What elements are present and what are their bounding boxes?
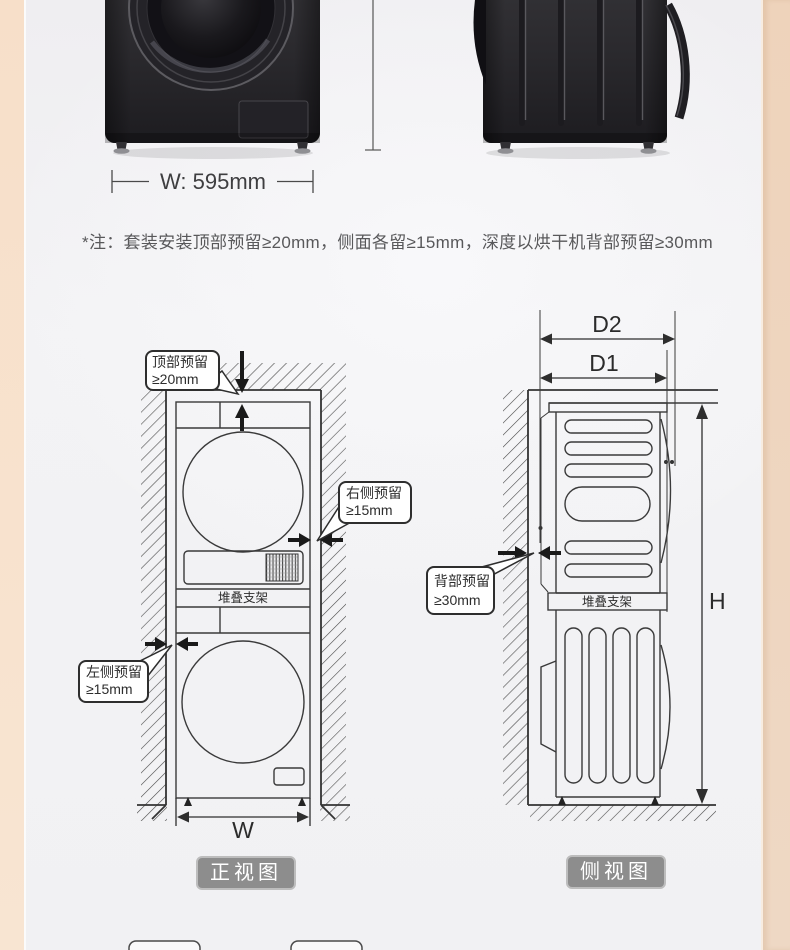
callout-text: ≥15mm	[86, 681, 133, 697]
dryer-side-shading	[483, 0, 667, 143]
washer-door-circle	[181, 640, 305, 764]
height-dimension: H	[696, 404, 726, 804]
dryer-top-slab	[548, 402, 668, 413]
callout-text: 右侧预留	[346, 485, 402, 501]
callout-text: 背部预留	[434, 573, 490, 589]
back-clearance-callout: 背部预留 ≥30mm	[426, 552, 535, 615]
callout-text: ≥20mm	[152, 371, 199, 387]
front-view-diagram: 堆叠支架 顶部预	[78, 350, 412, 843]
dryer-door-circle	[182, 431, 304, 553]
washer-drawer	[273, 767, 305, 786]
right-accent-band	[761, 0, 790, 950]
left-accent-band	[0, 0, 26, 950]
photo-width-dimension: W: 595mm	[111, 169, 314, 194]
left-clearance-callout: 左侧预留 ≥15mm	[78, 644, 173, 703]
top-clearance-callout: 顶部预留 ≥20mm	[145, 350, 240, 396]
washer-feet	[113, 142, 311, 154]
callout-text: ≥30mm	[434, 592, 481, 608]
machine-foot	[558, 796, 566, 805]
photo-width-label: W: 595mm	[160, 169, 266, 194]
callout-text: 顶部预留	[152, 354, 208, 370]
right-clearance-callout: 右侧预留 ≥15mm	[316, 481, 412, 542]
dryer-door-bulge	[660, 418, 672, 564]
machine-foot	[184, 797, 192, 806]
d1-label: D1	[589, 350, 618, 376]
front-width-dimension: W	[175, 798, 311, 843]
front-view-wall-hatching	[137, 363, 350, 821]
side-view-wall-hatching	[503, 390, 716, 821]
height-label: H	[709, 588, 726, 614]
width-dimension-label: W	[232, 817, 254, 843]
stacked-machines-outline: 堆叠支架	[175, 401, 311, 806]
side-view-diagram: 堆叠支架 D	[426, 310, 726, 821]
washer-base-shade	[105, 133, 320, 143]
drain-hose	[664, 2, 690, 120]
side-view-badge: 侧视图	[566, 855, 666, 889]
washer-door	[128, 0, 294, 91]
washer-back-bulge	[540, 660, 557, 753]
stacking-bracket-label: 堆叠支架	[582, 595, 632, 609]
dryer-vent-grille	[265, 553, 299, 582]
machine-foot	[298, 797, 306, 806]
hinge-dot	[670, 460, 674, 464]
door-edge-sliver	[473, 0, 486, 85]
installation-note: *注：套装安装顶部预留≥20mm，侧面各留≥15mm，深度以烘干机背部预留≥30…	[82, 233, 713, 252]
side-panel-grooves	[519, 0, 644, 126]
dryer-bottom-panel	[183, 550, 304, 585]
callout-text: 左侧预留	[86, 664, 142, 680]
dryer-base-shade	[483, 133, 667, 143]
photo-shadow	[486, 147, 670, 159]
front-washer-photo	[105, 0, 320, 159]
d2-label: D2	[592, 311, 621, 337]
callout-text: ≥15mm	[346, 502, 393, 518]
top-clearance-arrows	[235, 351, 249, 431]
bottom-cropped-boxes	[128, 940, 363, 950]
photo-shadow	[113, 147, 313, 159]
right-clearance-arrows	[288, 533, 343, 547]
d1-dimension: D1	[540, 350, 668, 612]
detergent-drawer	[238, 100, 309, 139]
washer-side-vents	[564, 627, 655, 784]
side-machines-outline: 堆叠支架	[538, 402, 718, 805]
front-view-badge: 正视图	[196, 856, 296, 890]
stacking-bracket-label: 堆叠支架	[218, 591, 268, 605]
back-clearance-arrows	[498, 546, 561, 560]
machine-foot	[651, 796, 659, 805]
side-dryer-photo	[473, 0, 690, 159]
washer-door-bulge	[660, 644, 671, 770]
left-clearance-arrows	[145, 637, 198, 651]
dryer-feet	[497, 142, 657, 154]
drain-hose-highlight	[665, 4, 685, 117]
d2-dimension: D2	[539, 310, 676, 543]
dryer-side-vents	[564, 419, 653, 578]
photo-height-dimension-line	[365, 0, 381, 151]
